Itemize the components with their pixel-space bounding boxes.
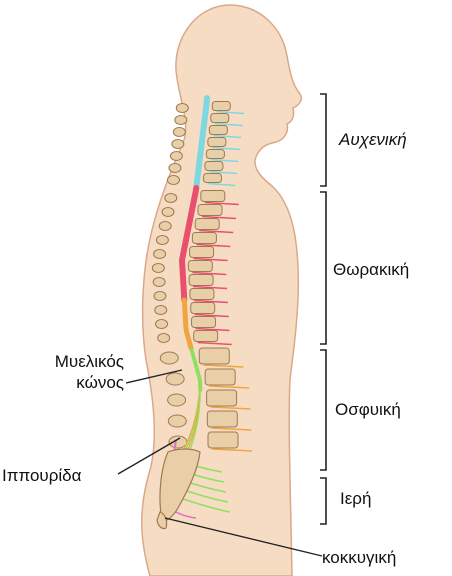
spinous-process-thoracic xyxy=(154,250,166,259)
label-coccygeal: κοκκυγική xyxy=(322,548,396,568)
vertebra-lumbar xyxy=(207,390,237,406)
spinous-process-thoracic xyxy=(154,292,166,301)
vertebra-cervical xyxy=(206,150,224,159)
spinous-process-thoracic xyxy=(159,222,171,231)
spinous-process-cervical xyxy=(173,128,185,137)
bracket-sacral xyxy=(320,478,326,524)
spinous-process-thoracic xyxy=(162,208,174,217)
spinous-process-cervical xyxy=(167,176,179,185)
bracket-cervical xyxy=(320,94,326,186)
vertebra-thoracic xyxy=(190,289,214,300)
spinous-process-cervical xyxy=(176,104,188,113)
vertebra-lumbar xyxy=(208,432,238,448)
vertebra-cervical xyxy=(212,102,230,111)
vertebra-cervical xyxy=(209,126,227,135)
vertebra-thoracic xyxy=(191,303,215,314)
spinous-process-lumbar xyxy=(168,415,186,427)
vertebra-thoracic xyxy=(188,261,212,272)
label-lumbar: Οσφυική xyxy=(335,400,401,420)
spinous-process-cervical xyxy=(169,164,181,173)
spinous-process-lumbar xyxy=(168,394,186,406)
vertebra-thoracic xyxy=(189,275,213,286)
spinous-process-cervical xyxy=(175,116,187,125)
vertebra-lumbar xyxy=(199,348,229,364)
spinous-process-lumbar xyxy=(160,352,178,364)
spinous-process-cervical xyxy=(170,152,182,161)
spinous-process-thoracic xyxy=(158,334,170,343)
label-sacral: Ιερή xyxy=(340,489,371,509)
vertebra-lumbar xyxy=(207,411,237,427)
vertebra-thoracic xyxy=(194,331,218,342)
label-cervical: Αυχενική xyxy=(339,130,407,150)
spinous-process-thoracic xyxy=(156,320,168,329)
spinous-process-thoracic xyxy=(153,278,165,287)
label-conus-line2: κώνος xyxy=(40,373,124,393)
vertebra-thoracic xyxy=(190,247,214,258)
vertebra-cervical xyxy=(203,174,221,183)
label-thoracic: Θωρακική xyxy=(333,260,409,280)
spinous-process-cervical xyxy=(172,140,184,149)
vertebra-thoracic xyxy=(192,233,216,244)
bracket-thoracic xyxy=(320,192,326,344)
vertebra-cervical xyxy=(208,138,226,147)
vertebra-cervical xyxy=(211,114,229,123)
spinous-process-lumbar xyxy=(169,436,187,448)
spinous-process-lumbar xyxy=(166,373,184,385)
vertebra-thoracic xyxy=(195,219,219,230)
bracket-lumbar xyxy=(320,350,326,470)
label-cauda-equina: Ιππουρίδα xyxy=(2,466,81,486)
vertebra-lumbar xyxy=(205,369,235,385)
spinous-process-thoracic xyxy=(165,194,177,203)
spinous-process-thoracic xyxy=(156,236,168,245)
spinous-process-thoracic xyxy=(152,264,164,273)
vertebra-cervical xyxy=(205,162,223,171)
vertebra-thoracic xyxy=(192,317,216,328)
label-conus-line1: Μυελικός xyxy=(40,352,124,372)
vertebra-thoracic xyxy=(201,191,225,202)
spinous-process-thoracic xyxy=(155,306,167,315)
vertebra-thoracic xyxy=(198,205,222,216)
